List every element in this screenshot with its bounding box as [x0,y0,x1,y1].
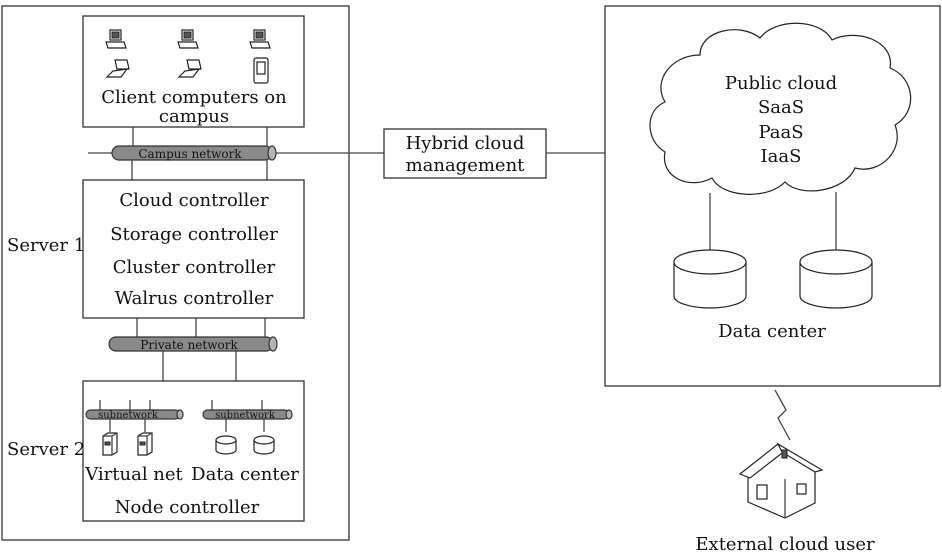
walrus-controller-label: Walrus controller [115,288,274,309]
cloud-controller-label: Cloud controller [119,190,269,211]
desktop-computer-icon [177,29,199,49]
server1-box [82,179,305,319]
campus-network-label: Campus network [138,147,242,161]
external-user-label: External cloud user [695,534,875,555]
saas-label: SaaS [758,97,804,118]
iaas-label: IaaS [761,146,802,167]
desktop-computer-icon [249,29,271,49]
campus-network-pipe: Campus network [111,145,277,161]
subnetwork-left-pipe: subnetwork [85,400,184,432]
hybrid-cloud-label: Hybrid cloud [406,133,525,154]
hybrid-cloud-label-2: management [406,155,526,176]
private-network-pipe: Private network [108,336,278,352]
storage-controller-label: Storage controller [110,224,278,245]
subnetwork-right-label: subnetwork [215,410,276,421]
subnetwork-right-pipe: subnetwork [202,400,293,432]
client-computers-label-2: campus [159,106,229,127]
wireless-link-icon [774,389,791,441]
database-icon [673,249,747,309]
server-tower-icon [137,432,153,456]
desktop-computer-icon [105,29,127,49]
cloud-shape [649,22,912,195]
database-icon [799,249,873,309]
laptop-icon [177,59,202,78]
virtual-net-label: Virtual net [84,464,183,485]
public-cloud-label: Public cloud [725,73,837,94]
house-icon [738,442,824,519]
server2-label: Server 2 [7,439,85,460]
node-controller-label: Node controller [115,497,260,518]
client-computers-label: Client computers on [101,87,287,108]
paas-label: PaaS [758,122,803,143]
mobile-device-icon [253,57,269,84]
server1-label: Server 1 [7,235,85,256]
database-icon [215,435,237,455]
server-tower-icon [102,432,118,456]
database-icon [253,435,275,455]
server2-data-center-label: Data center [191,464,299,485]
private-network-label: Private network [140,338,238,352]
subnetwork-left-label: subnetwork [98,410,159,421]
laptop-icon [105,59,130,78]
public-data-center-label: Data center [718,321,826,342]
cluster-controller-label: Cluster controller [113,257,276,278]
